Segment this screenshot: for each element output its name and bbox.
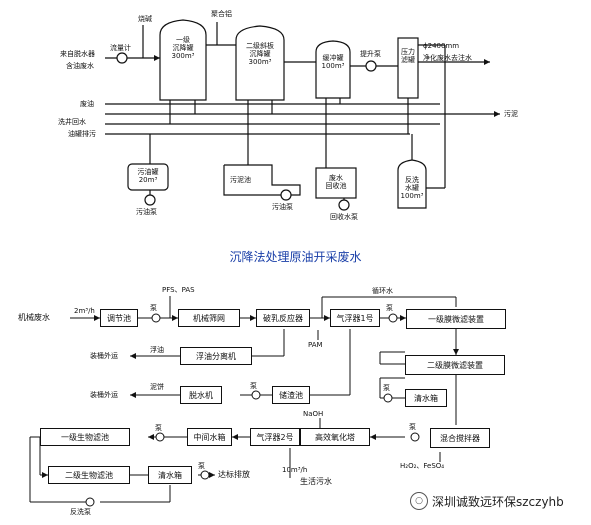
air-flotation-2: 气浮器2号: [250, 428, 300, 446]
flow-meter-label: 流量计: [110, 44, 131, 52]
mechanical-screen: 机械筛网: [178, 309, 240, 327]
outlet-label: 净化废水去注水: [423, 54, 472, 62]
tank-2-line2: 沉降罐: [249, 50, 271, 58]
caustic-soda-label: 烧碱: [138, 15, 152, 23]
naoh-label: NaOH: [303, 410, 324, 418]
tank-3-volume: 100m³: [321, 62, 345, 70]
tank-2-line1: 二级斜板: [246, 42, 274, 50]
inlet-label-source: 来自脱水器: [60, 50, 95, 58]
clear-water-tank-right: 清水箱: [405, 389, 447, 407]
wechat-icon: ○: [410, 492, 428, 510]
oil-separator: 浮油分离机: [180, 347, 252, 365]
mixing-agitator: 混合搅拌器: [430, 428, 490, 448]
pump-6-label: 泵: [409, 423, 416, 431]
tank-3-line1: 缓冲罐: [322, 54, 344, 62]
backwash-tank-label: 反洗 水罐 100m³: [399, 176, 425, 200]
mud-cake-label: 泥饼: [150, 383, 164, 391]
circulating-water-label: 循环水: [372, 287, 393, 295]
waste-oil-label: 废油: [80, 100, 94, 108]
backwash-pump-label: 反洗泵: [70, 508, 91, 516]
pump-3-label: 泵: [250, 382, 257, 390]
oxidation-tower: 高效氧化塔: [300, 428, 370, 446]
top-diagram-caption: 沉降法处理原油开采废水: [229, 250, 362, 264]
intermediate-tank: 中间水箱: [187, 428, 232, 446]
sump-tank-volume: 20m³: [138, 176, 158, 184]
residue-tank: 储渣池: [272, 386, 310, 404]
lift-pump-label: 提升泵: [360, 50, 381, 58]
recovery-tank-line1: 废水: [329, 174, 343, 182]
pump-4-label: 泵: [383, 384, 390, 392]
barrel-export-1-label: 装桶外运: [90, 352, 118, 360]
regulating-tank: 调节池: [100, 309, 138, 327]
backwash-tank-volume: 100m³: [400, 192, 424, 200]
tank-3-label: 缓冲罐 100m³: [317, 54, 349, 70]
barrel-export-2-label: 装桶外运: [90, 391, 118, 399]
secondary-membrane-filter: 二级膜微滤装置: [405, 355, 505, 375]
pressure-filter-line2: 滤罐: [401, 56, 415, 64]
reagents-2-label: H₂O₂、FeSO₄: [400, 462, 445, 470]
pam-label: PAM: [308, 341, 323, 349]
pressure-filter-label: 压力 滤罐: [399, 48, 417, 64]
backwash-tank-line2: 水罐: [405, 184, 419, 192]
domestic-sewage-label: 生活污水: [300, 477, 332, 486]
sump-tank-label: 污油罐 20m³: [130, 168, 166, 184]
tank-1-volume: 300m³: [171, 52, 195, 60]
pump-7-label: 泵: [198, 462, 205, 470]
backwash-label: 洗井回水: [58, 118, 86, 126]
sludge-pond-label: 污泥池: [230, 176, 251, 184]
pump-5-label: 泵: [155, 424, 162, 432]
inlet-label-oily-water: 含油废水: [66, 62, 94, 70]
clear-water-tank-bottom: 清水箱: [148, 466, 192, 484]
recovery-pump-label: 回收水泵: [330, 213, 358, 221]
tank-1-label: 一级 沉降罐 300m³: [164, 36, 202, 60]
tank-2-label: 二级斜板 沉降罐 300m³: [238, 42, 282, 66]
tank-2-volume: 300m³: [248, 58, 272, 66]
reagents-1-label: PFS、PAS: [162, 286, 195, 294]
secondary-bio-filter: 二级生物滤池: [48, 466, 130, 484]
tank-1-line2: 沉降罐: [172, 44, 194, 52]
flow-rate-2-label: 10m³/h: [282, 466, 308, 474]
pressure-filter-line1: 压力: [401, 48, 415, 56]
recovery-tank-label: 废水 回收池: [318, 174, 354, 190]
sludge-pump-label: 污油泵: [272, 203, 293, 211]
watermark-text: 深圳诚致远环保szczyhb: [432, 494, 564, 509]
primary-membrane-filter: 一级膜微滤装置: [406, 309, 506, 329]
watermark: ○ 深圳诚致远环保szczyhb: [410, 492, 564, 510]
backwash-tank-line1: 反洗: [405, 176, 419, 184]
discharge-label: 达标排放: [218, 470, 250, 479]
pump-1-label: 泵: [150, 304, 157, 312]
dewatering-machine: 脱水机: [180, 386, 222, 404]
sump-pump-label: 污油泵: [136, 208, 157, 216]
demulsify-reactor: 破乳反应器: [256, 309, 310, 327]
polyaluminum-label: 聚合铝: [211, 10, 232, 18]
sludge-label: 污泥: [504, 110, 518, 118]
flow-rate-1-label: 2m³/h: [74, 307, 95, 315]
sump-tank-line1: 污油罐: [137, 168, 159, 176]
mechanical-wastewater-label: 机械废水: [18, 313, 50, 322]
diameter-label: ϕ2400mm: [423, 42, 460, 50]
recovery-tank-line2: 回收池: [325, 182, 347, 190]
floating-oil-label: 浮油: [150, 346, 164, 354]
air-flotation-1: 气浮器1号: [330, 309, 380, 327]
primary-bio-filter: 一级生物滤池: [40, 428, 130, 446]
tank-drain-label: 油罐排污: [68, 130, 96, 138]
pump-2-label: 泵: [386, 304, 393, 312]
tank-1-line1: 一级: [176, 36, 190, 44]
